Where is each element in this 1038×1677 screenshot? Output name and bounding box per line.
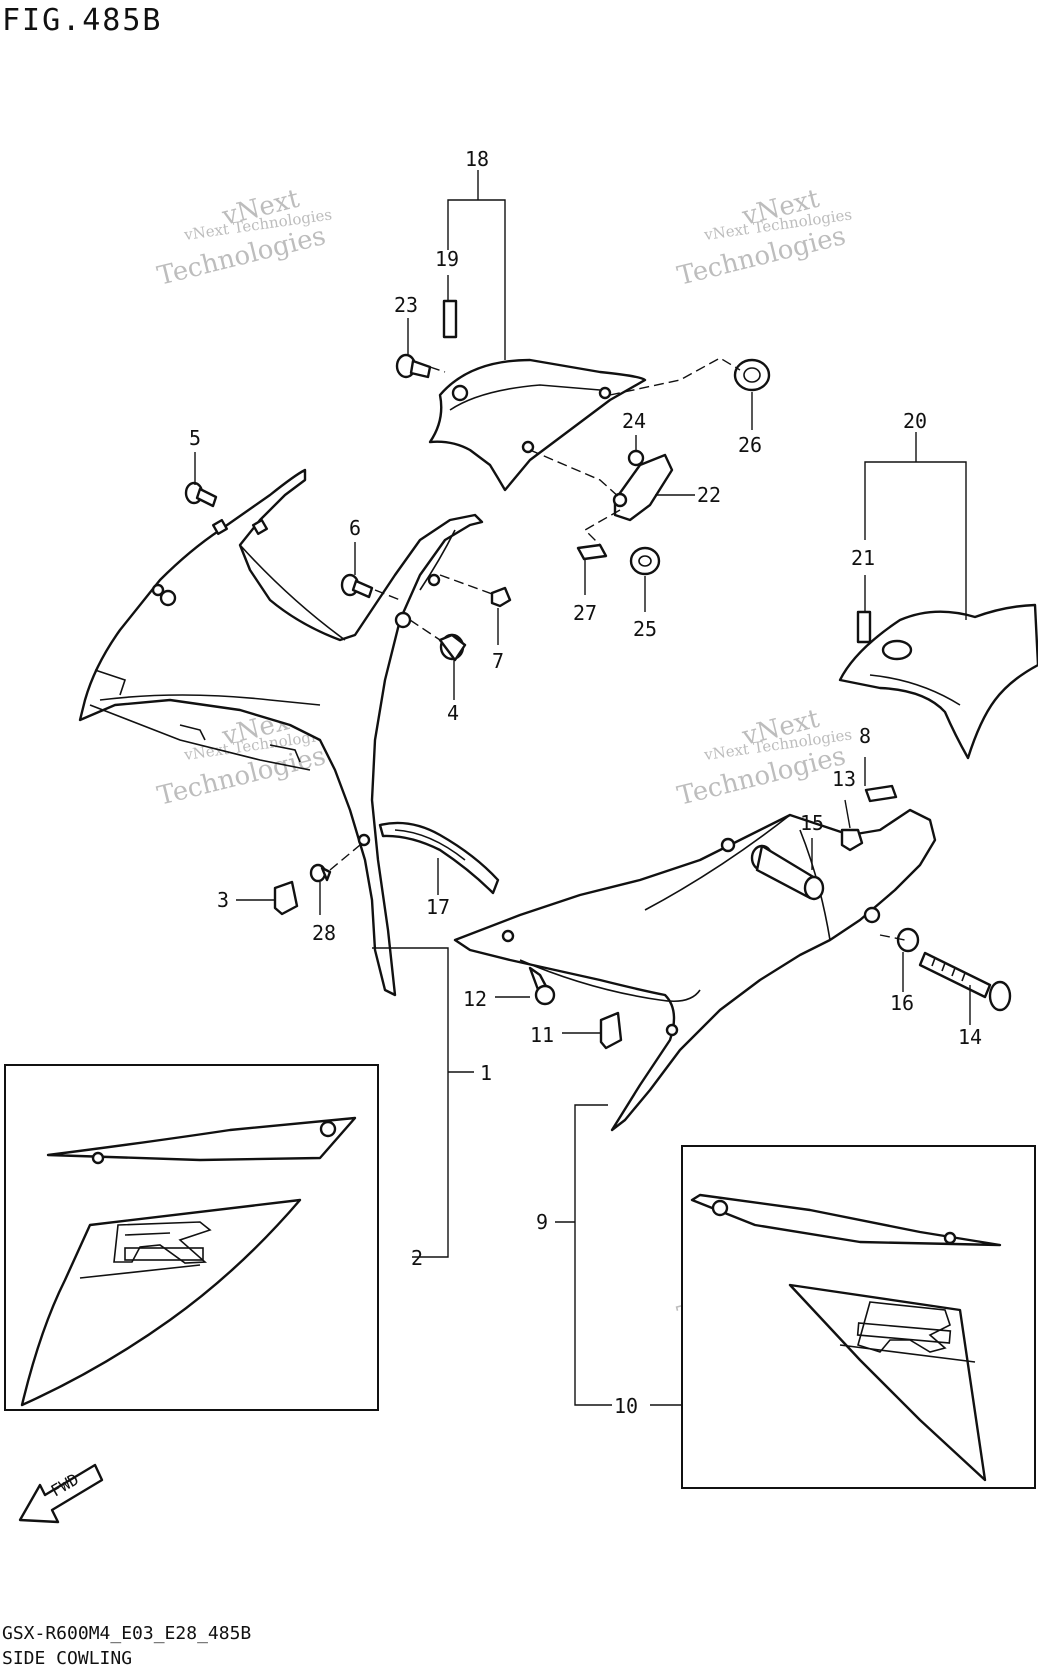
decal-lower-2[interactable] <box>20 1198 302 1407</box>
callout-24: 24 <box>622 409 646 433</box>
callout-10: 10 <box>614 1394 638 1418</box>
callout-20: 20 <box>903 409 927 433</box>
front-cowling-frame[interactable] <box>78 468 484 997</box>
washer-16[interactable] <box>896 927 920 953</box>
nut-7[interactable] <box>490 586 512 608</box>
nut-24[interactable] <box>627 449 645 467</box>
assembly-line <box>374 589 401 601</box>
callout-12: 12 <box>463 987 487 1011</box>
label-sticker-21[interactable] <box>856 610 872 644</box>
bolt-5[interactable] <box>184 481 218 508</box>
bolt-28[interactable] <box>309 863 332 883</box>
callout-2: 2 <box>411 1246 423 1270</box>
assembly-line <box>529 449 621 499</box>
leader-lines <box>194 170 971 1406</box>
assembly-line <box>409 619 441 641</box>
callout-8: 8 <box>859 724 871 748</box>
bracket-22[interactable] <box>612 453 674 522</box>
collar-4[interactable] <box>438 633 467 662</box>
clip-27[interactable] <box>576 543 608 561</box>
callout-11: 11 <box>530 1023 554 1047</box>
decal-upper-2[interactable] <box>46 1116 357 1165</box>
lower-side-cowling[interactable] <box>453 808 937 1132</box>
watermark-1: vNext Technologies vNext Technologies <box>154 184 333 292</box>
side-panel-20[interactable] <box>838 603 1038 760</box>
diagram-code: GSX-R600M4_E03_E28_485B <box>2 1623 251 1644</box>
callout-14: 14 <box>958 1025 982 1049</box>
watermark-4: vNext Technologies vNext Technologies <box>674 704 853 812</box>
gsxr-logo <box>856 1301 952 1353</box>
callout-4: 4 <box>447 701 459 725</box>
bolt-12[interactable] <box>528 966 556 1006</box>
callout-13: 13 <box>832 767 856 791</box>
grommet-25[interactable] <box>629 546 661 576</box>
assembly-line <box>429 366 446 373</box>
assembly-line <box>879 934 906 941</box>
callout-1: 1 <box>480 1061 492 1085</box>
callout-28: 28 <box>312 921 336 945</box>
label-sticker-19[interactable] <box>442 299 458 339</box>
decal-upper-10[interactable] <box>690 1193 1002 1247</box>
label-sticker-8[interactable] <box>864 784 898 803</box>
nut-3[interactable] <box>273 880 299 916</box>
bolt-14[interactable] <box>918 951 1012 1012</box>
bolt-23[interactable] <box>395 353 432 379</box>
callout-19: 19 <box>435 247 459 271</box>
diagram-name: SIDE COWLING <box>2 1648 132 1669</box>
callout-25: 25 <box>633 617 657 641</box>
callout-16: 16 <box>890 991 914 1015</box>
callout-18: 18 <box>465 147 489 171</box>
callout-22: 22 <box>697 483 721 507</box>
nut-13[interactable] <box>840 828 864 852</box>
callout-26: 26 <box>738 433 762 457</box>
callout-9: 9 <box>536 1210 548 1234</box>
decal-lower-10[interactable] <box>788 1283 987 1482</box>
assembly-line <box>583 509 621 546</box>
collar-15[interactable] <box>750 844 825 901</box>
callout-17: 17 <box>426 895 450 919</box>
gsxr-logo <box>113 1221 212 1264</box>
figure-title: FIG.485B <box>2 3 163 38</box>
brace-17[interactable] <box>378 821 500 895</box>
watermark-2: vNext Technologies vNext Technologies <box>674 184 853 292</box>
nut-11[interactable] <box>599 1011 623 1050</box>
upper-inner-panel[interactable] <box>428 358 647 492</box>
assembly-line <box>609 357 741 396</box>
bolt-6[interactable] <box>340 573 374 599</box>
callout-3: 3 <box>217 888 229 912</box>
callout-6: 6 <box>349 516 361 540</box>
assembly-line <box>439 574 496 596</box>
assembly-line <box>329 844 361 871</box>
callout-15: 15 <box>800 811 824 835</box>
callout-23: 23 <box>394 293 418 317</box>
callout-21: 21 <box>851 546 875 570</box>
grommet-26[interactable] <box>733 358 771 392</box>
callout-27: 27 <box>573 601 597 625</box>
callout-labels: 18 19 23 24 26 22 27 25 20 21 5 6 7 4 8 … <box>189 147 982 1418</box>
fwd-arrow-icon: FWD <box>18 1463 104 1524</box>
callout-7: 7 <box>492 649 504 673</box>
callout-5: 5 <box>189 426 201 450</box>
